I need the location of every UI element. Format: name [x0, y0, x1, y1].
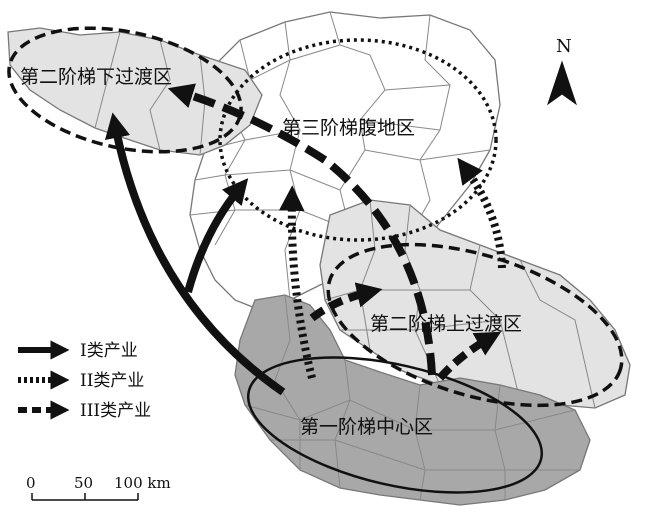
region-borders-bottom [244, 294, 580, 501]
legend-label-type1: I类产业 [80, 341, 138, 361]
legend-item-type3: III类产业 [18, 400, 151, 421]
zone-label-middle-top: 第三阶梯腹地区 [282, 117, 415, 139]
arrow-type3-to-upper-left [167, 83, 436, 376]
zone-label-right: 第二阶梯上过渡区 [370, 313, 522, 335]
arrow-type1-to-middle-top [184, 178, 249, 294]
scale-bar-line [31, 493, 139, 501]
region-borders-white [189, 11, 491, 301]
zone-label-upper-left: 第二阶梯下过渡区 [20, 66, 172, 88]
transfer-arrows [104, 83, 506, 396]
legend-label-type2: II类产业 [80, 371, 144, 391]
legend-label-type3: III类产业 [80, 401, 151, 421]
arrow-type1-to-upper-left [104, 112, 286, 396]
arrow-type2-to-middle-top [278, 185, 316, 379]
legend-item-type1: I类产业 [18, 340, 138, 361]
zone-ellipse-bottom [246, 356, 544, 494]
arrow-type3-to-right [309, 282, 383, 322]
scale-tick-50: 50 [74, 474, 93, 492]
zone-labels: 第二阶梯下过渡区 第三阶梯腹地区 第二阶梯上过渡区 第一阶梯中心区 [20, 66, 522, 438]
zone-ellipse-right [326, 242, 624, 408]
north-arrow: N [547, 36, 577, 106]
region-borders-right [324, 199, 596, 409]
zone-ellipse-middle-top [218, 38, 498, 242]
scale-bar: 0 50 100 km [26, 474, 171, 501]
scale-tick-0: 0 [26, 474, 36, 492]
region-upper-left [7, 27, 263, 156]
north-arrow-icon [547, 60, 577, 106]
arrow-type3-up-right [436, 331, 502, 381]
legend-item-type2: II类产业 [18, 370, 144, 391]
region-layer [7, 11, 631, 506]
legend: I类产业 II类产业 III类产业 [18, 340, 151, 421]
zone-label-bottom: 第一阶梯中心区 [300, 416, 433, 438]
scale-tick-100: 100 km [114, 474, 171, 492]
north-label: N [556, 36, 572, 57]
